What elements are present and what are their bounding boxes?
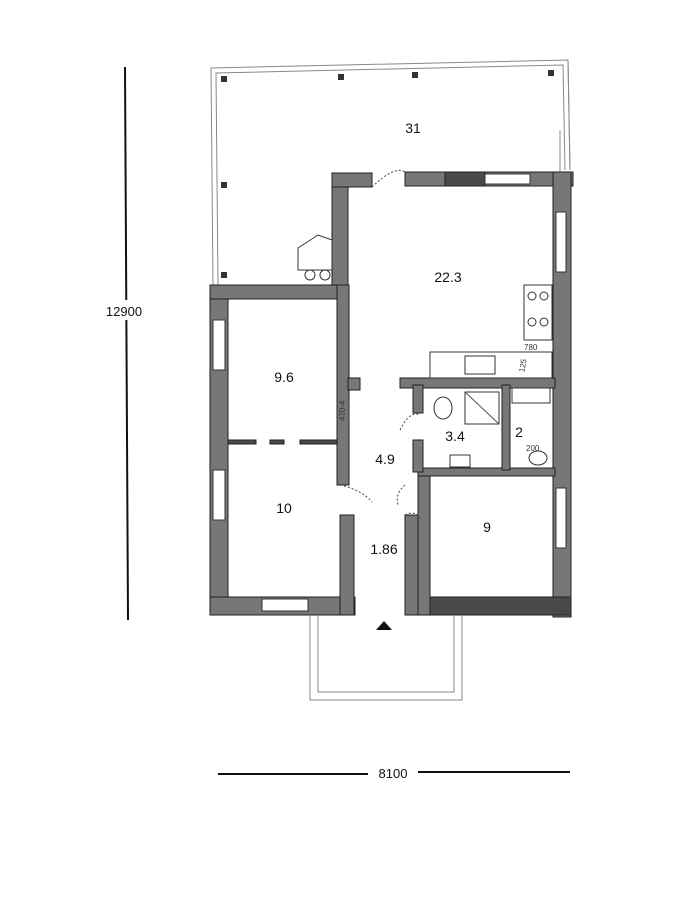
room-label-bedroom-upper: 9.6 <box>274 369 294 385</box>
window <box>212 319 226 371</box>
room-label-terrace: 31 <box>405 120 421 136</box>
height-dimension-line <box>124 66 129 621</box>
height-dimension-label: 12900 <box>106 304 142 319</box>
entrance-arrow-icon <box>376 621 392 630</box>
terrace-post <box>412 72 418 78</box>
terrace <box>210 59 571 286</box>
room-label-wc: 2 <box>515 424 523 440</box>
width-dimension-label: 8100 <box>379 766 408 781</box>
stove-fixture <box>297 234 333 281</box>
window <box>261 598 309 612</box>
window <box>555 211 567 273</box>
height-label-bg <box>96 300 152 320</box>
room-label-bathroom: 3.4 <box>445 428 465 444</box>
doors <box>339 169 421 519</box>
window <box>555 487 567 549</box>
kitchen-dim-a: 780 <box>524 343 538 352</box>
entrance-porch <box>309 615 463 701</box>
terrace-post <box>221 182 227 188</box>
wc-basin <box>528 450 548 466</box>
terrace-post <box>338 74 344 80</box>
room-label-bedroom-right: 9 <box>483 519 491 535</box>
toilet <box>433 396 453 420</box>
wc-note: 200 <box>526 444 540 453</box>
washbasin <box>449 454 471 468</box>
room-labels: 31 22.3 9.6 10 4.9 3.4 2 9 1.86 <box>274 120 523 557</box>
window <box>484 173 531 185</box>
room-label-vestibule: 1.86 <box>370 541 397 557</box>
terrace-post <box>221 76 227 82</box>
cooktop <box>523 284 553 341</box>
window <box>212 469 226 521</box>
terrace-post <box>548 70 554 76</box>
windows <box>212 173 567 612</box>
kitchen-sink <box>464 355 496 375</box>
room-label-bedroom-lower: 10 <box>276 500 292 516</box>
kitchen-dim-b: 125 <box>517 358 528 373</box>
bathroom-fixtures: 200 470-4 <box>338 387 551 468</box>
wall-note: 470-4 <box>338 400 347 421</box>
terrace-post <box>221 272 227 278</box>
kitchen-fixtures: 780 125 <box>429 284 553 379</box>
room-label-hall: 4.9 <box>375 451 395 467</box>
room-label-living-kitchen: 22.3 <box>434 269 461 285</box>
wc-shelf <box>511 387 551 404</box>
